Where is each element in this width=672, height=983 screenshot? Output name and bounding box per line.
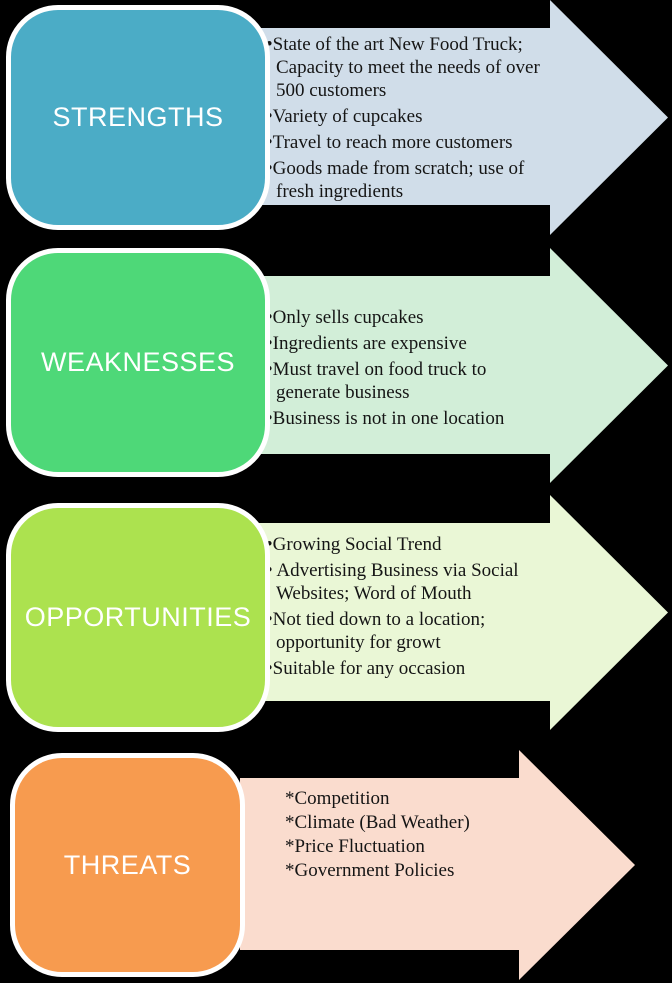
bullet-text: State of the art New Food Truck; Capacit…	[272, 34, 540, 101]
bullet-item: *Government Policies	[285, 859, 515, 882]
opportunities-box: OPPORTUNITIES	[6, 503, 270, 732]
bullet-text: Ingredients are expensive	[272, 333, 467, 354]
bullet-item: •Variety of cupcakes	[266, 105, 548, 128]
bullet-marker: •	[266, 534, 273, 555]
threats-arrow-head	[519, 750, 635, 980]
opportunities-bullet-list: •Growing Social Trend • Advertising Busi…	[266, 533, 550, 680]
weaknesses-bullet-list: •Only sells cupcakes •Ingredients are ex…	[266, 306, 548, 430]
bullet-item: *Climate (Bad Weather)	[285, 811, 515, 834]
bullet-text: Travel to reach more customers	[272, 132, 513, 153]
bullet-marker: *	[285, 860, 295, 881]
bullet-item: •Goods made from scratch; use of fresh i…	[266, 157, 548, 203]
threats-arrow-body	[240, 778, 519, 950]
threats-bullet-list: *Competition *Climate (Bad Weather) *Pri…	[285, 787, 515, 883]
bullet-item: •Ingredients are expensive	[266, 332, 548, 355]
opportunities-label: OPPORTUNITIES	[24, 602, 252, 632]
bullet-text: Growing Social Trend	[272, 534, 442, 555]
bullet-text: Price Fluctuation	[294, 836, 425, 857]
opportunities-arrow-head	[550, 495, 668, 730]
bullet-text: Suitable for any occasion	[272, 658, 466, 679]
strengths-arrow-head	[550, 0, 668, 235]
opportunities-arrow-body	[240, 523, 550, 701]
bullet-item: *Price Fluctuation	[285, 835, 515, 858]
bullet-marker: •	[266, 34, 273, 55]
threats-label: THREATS	[63, 849, 192, 880]
bullet-marker: *	[285, 836, 295, 857]
threats-box: THREATS	[10, 753, 245, 977]
bullet-item: •Travel to reach more customers	[266, 131, 548, 154]
bullet-text: Variety of cupcakes	[272, 106, 423, 127]
weaknesses-arrow-head	[550, 248, 668, 483]
strengths-bullet-list: •State of the art New Food Truck; Capaci…	[266, 33, 548, 203]
bullet-marker: *	[285, 788, 295, 809]
bullet-item: *Competition	[285, 787, 515, 810]
bullet-text: Goods made from scratch; use of fresh in…	[272, 158, 525, 202]
bullet-item: • Advertising Business via Social Websit…	[266, 559, 550, 605]
bullet-item: •Business is not in one location	[266, 407, 548, 430]
bullet-text: Only sells cupcakes	[272, 307, 424, 328]
bullet-item: •Not tied down to a location; opportunit…	[266, 608, 550, 654]
bullet-item: •Growing Social Trend	[266, 533, 550, 556]
bullet-item: •Suitable for any occasion	[266, 657, 550, 680]
bullet-text: Must travel on food truck to generate bu…	[272, 359, 487, 403]
strengths-arrow-body	[240, 28, 550, 205]
bullet-item: •Must travel on food truck to generate b…	[266, 358, 548, 404]
bullet-text: Business is not in one location	[272, 408, 505, 429]
bullet-text: Competition	[294, 788, 390, 809]
bullet-text: Climate (Bad Weather)	[294, 812, 470, 833]
strengths-label: STRENGTHS	[52, 102, 224, 132]
weaknesses-box: WEAKNESSES	[6, 248, 270, 477]
bullet-item: •State of the art New Food Truck; Capaci…	[266, 33, 548, 102]
weaknesses-label: WEAKNESSES	[40, 347, 236, 377]
bullet-text: Government Policies	[294, 860, 455, 881]
bullet-text: Advertising Business via Social Websites…	[276, 560, 519, 604]
strengths-box: STRENGTHS	[6, 5, 270, 230]
weaknesses-arrow-body	[240, 276, 550, 454]
bullet-marker: *	[285, 812, 295, 833]
bullet-text: Not tied down to a location; opportunity…	[272, 609, 486, 653]
bullet-item: •Only sells cupcakes	[266, 306, 548, 329]
